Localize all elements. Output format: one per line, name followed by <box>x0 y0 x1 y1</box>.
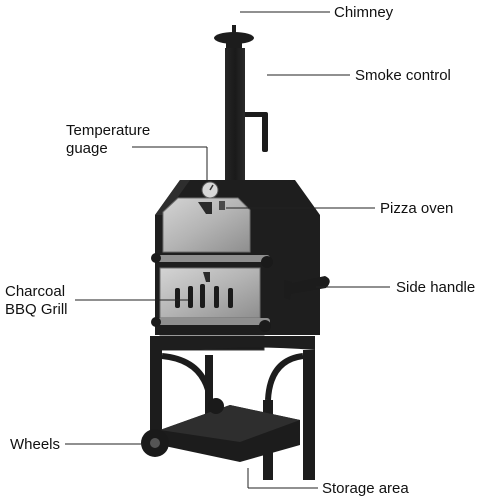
smoke-control-lever <box>245 112 268 152</box>
label-chimney: Chimney <box>334 4 394 21</box>
label-temperature-gauge: Temperature guage <box>66 122 151 157</box>
label-storage-area: Storage area <box>322 480 409 497</box>
leader-lines <box>65 11 390 489</box>
chimney-pipe <box>225 48 245 180</box>
chimney-cap <box>214 25 254 48</box>
label-wheels: Wheels <box>10 436 61 453</box>
charcoal-grill-door <box>151 267 271 332</box>
label-side-handle: Side handle <box>396 279 476 296</box>
label-charcoal-grill: Charcoal BBQ Grill <box>5 283 68 318</box>
label-smoke-control: Smoke control <box>355 67 451 84</box>
pizza-oven-door <box>151 197 273 268</box>
wheel <box>208 398 224 414</box>
wheel <box>141 429 169 457</box>
temperature-gauge <box>201 181 219 199</box>
label-pizza-oven: Pizza oven <box>380 200 454 217</box>
side-handle <box>284 276 330 300</box>
